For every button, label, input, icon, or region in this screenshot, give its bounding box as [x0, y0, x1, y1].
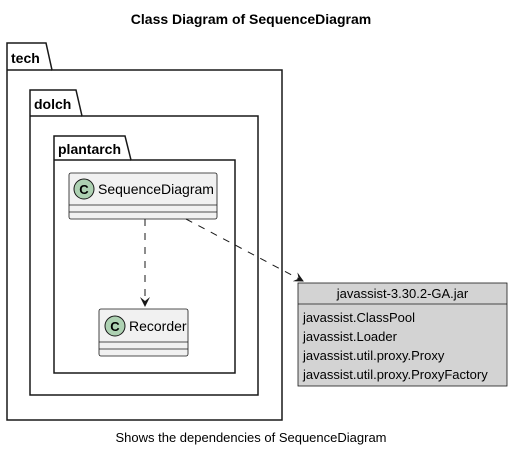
package-label-dolch: dolch	[34, 96, 71, 112]
jar-item: javassist.util.proxy.ProxyFactory	[302, 367, 488, 382]
jar-box[interactable]: javassist-3.30.2-GA.jar javassist.ClassP…	[297, 282, 508, 387]
jar-item: javassist.Loader	[302, 329, 398, 344]
class-sequence-diagram[interactable]: C SequenceDiagram	[68, 172, 218, 220]
jar-item: javassist.ClassPool	[302, 310, 415, 325]
jar-item: javassist.util.proxy.Proxy	[302, 348, 445, 363]
diagram-caption: Shows the dependencies of SequenceDiagra…	[115, 430, 386, 445]
class-recorder[interactable]: C Recorder	[98, 308, 189, 357]
class-name-sequence-diagram: SequenceDiagram	[98, 181, 214, 197]
stereotype-letter: C	[110, 319, 120, 334]
jar-name: javassist-3.30.2-GA.jar	[336, 286, 469, 301]
class-stereotype-icon	[73, 178, 95, 200]
package-label-tech: tech	[11, 50, 40, 66]
stereotype-letter: C	[79, 182, 89, 197]
class-name-recorder: Recorder	[129, 318, 187, 334]
diagram-title: Class Diagram of SequenceDiagram	[131, 11, 371, 27]
class-stereotype-icon	[104, 315, 126, 337]
package-label-plantarch: plantarch	[58, 141, 121, 157]
